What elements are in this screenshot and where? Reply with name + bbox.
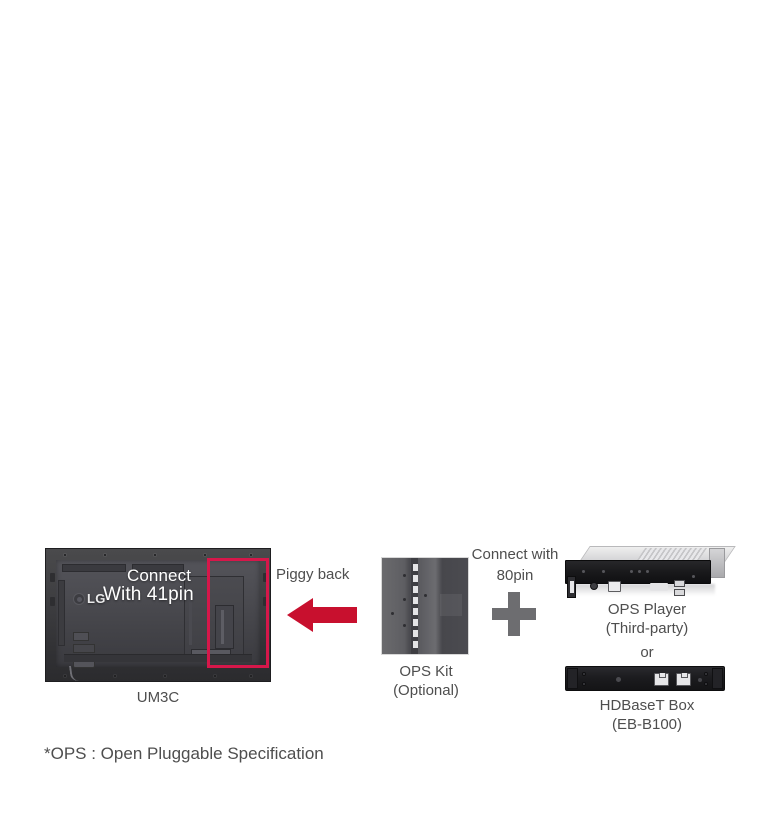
hdbaset-rack-ear-left: [567, 668, 578, 689]
bezel-screw: [204, 554, 206, 556]
lg-logo: LG: [73, 591, 106, 606]
ops-kit-caption-line2: (Optional): [393, 682, 459, 699]
ops-player-led: [638, 570, 641, 573]
um3c-caption: UM3C: [136, 689, 180, 706]
ops-kit-panel-patch: [440, 594, 462, 616]
ops-bay-highlight-box: [207, 558, 269, 668]
ops-player-vents: [637, 548, 708, 560]
ops-kit-slot-dashes: [413, 564, 418, 648]
display-bezel: [45, 548, 271, 682]
ops-kit-caption: OPS Kit (Optional): [360, 662, 492, 700]
connect-80pin-line1: Connect with: [471, 546, 559, 563]
ops-player-front-panel: [565, 560, 711, 598]
connect-80pin-line2: 80pin: [496, 567, 534, 584]
bezel-tab: [50, 597, 55, 606]
ops-player-lan-port: [608, 581, 621, 592]
ops-player-usb-port: [674, 580, 685, 587]
ops-player-led: [646, 570, 649, 573]
ops-player-led: [602, 570, 605, 573]
bezel-screw: [250, 675, 252, 677]
hdbaset-screw: [704, 672, 708, 676]
ops-player-caption-line2: (Third-party): [605, 620, 689, 637]
bezel-screw: [64, 675, 66, 677]
ops-kit-screw: [403, 574, 406, 577]
hdbaset-caption-line2: (EB-B100): [611, 716, 683, 733]
ops-player-led: [582, 570, 585, 573]
hdbaset-screw: [582, 682, 586, 686]
display-bottom-rail: [64, 654, 252, 662]
ops-player-led: [692, 575, 695, 578]
plus-icon: [492, 592, 536, 636]
lg-logo-text: LG: [87, 591, 106, 606]
ops-player-caption: OPS Player (Third-party): [558, 600, 736, 638]
display-cable: [68, 664, 86, 682]
display-overlay-connect-label: Connect: [127, 566, 192, 585]
display-port-group-b: [73, 644, 95, 653]
ops-player-antenna-knob: [590, 582, 598, 590]
ops-kit-screw: [424, 594, 427, 597]
connect-80pin-label: Connect with 80pin: [462, 544, 568, 586]
bezel-screw: [64, 554, 66, 556]
bezel-tab: [50, 573, 55, 582]
display-port-group-a: [73, 632, 89, 641]
ops-player-led: [630, 570, 633, 573]
hdbaset-screw: [582, 672, 586, 676]
hdbaset-rack-ear-right: [712, 668, 723, 689]
bezel-tab: [263, 597, 268, 606]
hdbaset-status-led: [698, 678, 702, 682]
bezel-screw: [164, 675, 166, 677]
ops-player-side-panel: [709, 548, 725, 578]
ops-kit-screw: [403, 624, 406, 627]
ops-kit-image: [381, 557, 469, 655]
hdbaset-caption-line1: HDBaseT Box: [599, 697, 695, 714]
ops-footnote: *OPS : Open Pluggable Specification: [44, 744, 324, 763]
hdbaset-caption: HDBaseT Box (EB-B100): [553, 696, 741, 734]
bezel-screw: [154, 554, 156, 556]
hdbaset-hdbaset-port: [676, 673, 691, 686]
lg-logo-circle-icon: [73, 592, 85, 605]
um3c-display-image: [45, 548, 271, 682]
alternative-or-label: or: [640, 644, 654, 661]
bezel-screw: [250, 554, 252, 556]
ops-kit-screw: [391, 612, 394, 615]
piggy-back-label: Piggy back: [276, 566, 350, 583]
ops-player-usb-port: [674, 589, 685, 596]
display-rear-panel: [56, 560, 260, 682]
left-arrow-icon: [287, 598, 357, 632]
ops-bay-slot-bar: [221, 610, 224, 644]
ops-player-image: [565, 546, 736, 598]
display-side-rail: [58, 580, 65, 646]
hdbaset-screw: [704, 682, 708, 686]
display-overlay-pin-label: With 41pin: [103, 584, 194, 605]
bezel-screw: [114, 675, 116, 677]
ops-kit-screw: [403, 598, 406, 601]
display-top-rail-left: [62, 564, 126, 572]
ops-bay-rail: [189, 587, 192, 645]
bezel-screw: [214, 675, 216, 677]
hdbaset-lan-port: [654, 673, 669, 686]
bezel-tab: [263, 573, 268, 582]
ops-bay-slot: [215, 605, 234, 649]
ops-player-badge: [650, 583, 668, 591]
display-top-rail-right: [132, 564, 184, 572]
ops-bay-frame: [184, 576, 244, 662]
ops-kit-caption-line1: OPS Kit: [399, 663, 453, 680]
hdbaset-box-image: [565, 666, 725, 691]
bezel-screw: [104, 554, 106, 556]
ops-player-caption-line1: OPS Player: [607, 601, 687, 618]
ops-player-mounting-bracket: [567, 576, 576, 598]
hdbaset-reset-button: [616, 677, 621, 682]
